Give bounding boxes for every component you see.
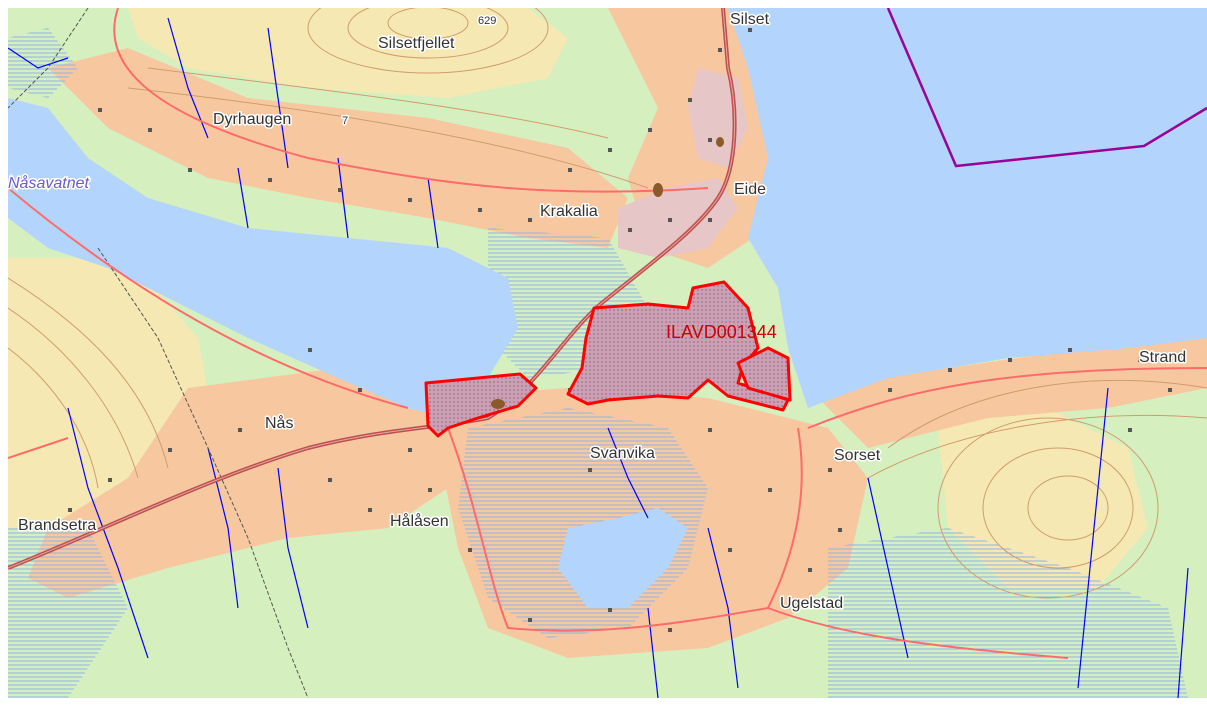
lake-nasavatnet: [8, 98, 518, 418]
open-land-area: [128, 8, 568, 98]
elevation-label: 7: [342, 115, 348, 127]
place-label-sorset: Sorset: [834, 447, 881, 464]
small-lake: [558, 508, 688, 608]
place-label-halasen: Hålåsen: [390, 512, 449, 530]
place-label-svanvika: Svanvika: [590, 445, 655, 462]
place-label-silset: Silset: [730, 11, 770, 28]
marsh-area: [8, 528, 128, 698]
property-parcel[interactable]: [566, 280, 790, 412]
place-label-strand: Strand: [1139, 349, 1186, 366]
place-label-nas: Nås: [265, 414, 293, 432]
place-label-brandsetra: Brandsetra: [18, 517, 96, 534]
place-label-krakalia: Krakalia: [540, 203, 598, 220]
farmland-area: [48, 48, 628, 248]
property-id-label: ILAVD001344: [666, 322, 777, 342]
property-parcel[interactable]: [736, 346, 792, 402]
map-canvas: 629 Silsetfjellet Silset Dyrhaugen 7 Nås…: [8, 8, 1207, 698]
peak-elevation-label: 629: [478, 15, 496, 27]
urban-area: [618, 178, 738, 258]
area-markers: [491, 137, 724, 409]
contour-lines: [8, 8, 1207, 599]
place-label-silsetfjellet: Silsetfjellet: [378, 35, 455, 52]
lake-label-nasavatnet: Nåsavatnet: [8, 174, 89, 192]
minor-roads: [8, 8, 1207, 659]
place-label-dyrhaugen: Dyrhaugen: [213, 111, 291, 128]
dashed-boundary: [97, 247, 309, 698]
place-label-ugelstad: Ugelstad: [780, 595, 843, 612]
place-label-eide: Eide: [734, 181, 766, 198]
map-view[interactable]: 629 Silsetfjellet Silset Dyrhaugen 7 Nås…: [8, 8, 1207, 698]
property-parcels[interactable]: [424, 280, 792, 438]
farmland-area: [28, 368, 468, 598]
sea: [728, 8, 1207, 408]
marsh-area: [8, 28, 78, 98]
streams: [8, 17, 1189, 698]
municipal-boundary: [886, 8, 1207, 168]
dashed-boundary: [8, 8, 89, 109]
property-parcel[interactable]: [424, 372, 538, 438]
marsh-area: [828, 528, 1188, 698]
